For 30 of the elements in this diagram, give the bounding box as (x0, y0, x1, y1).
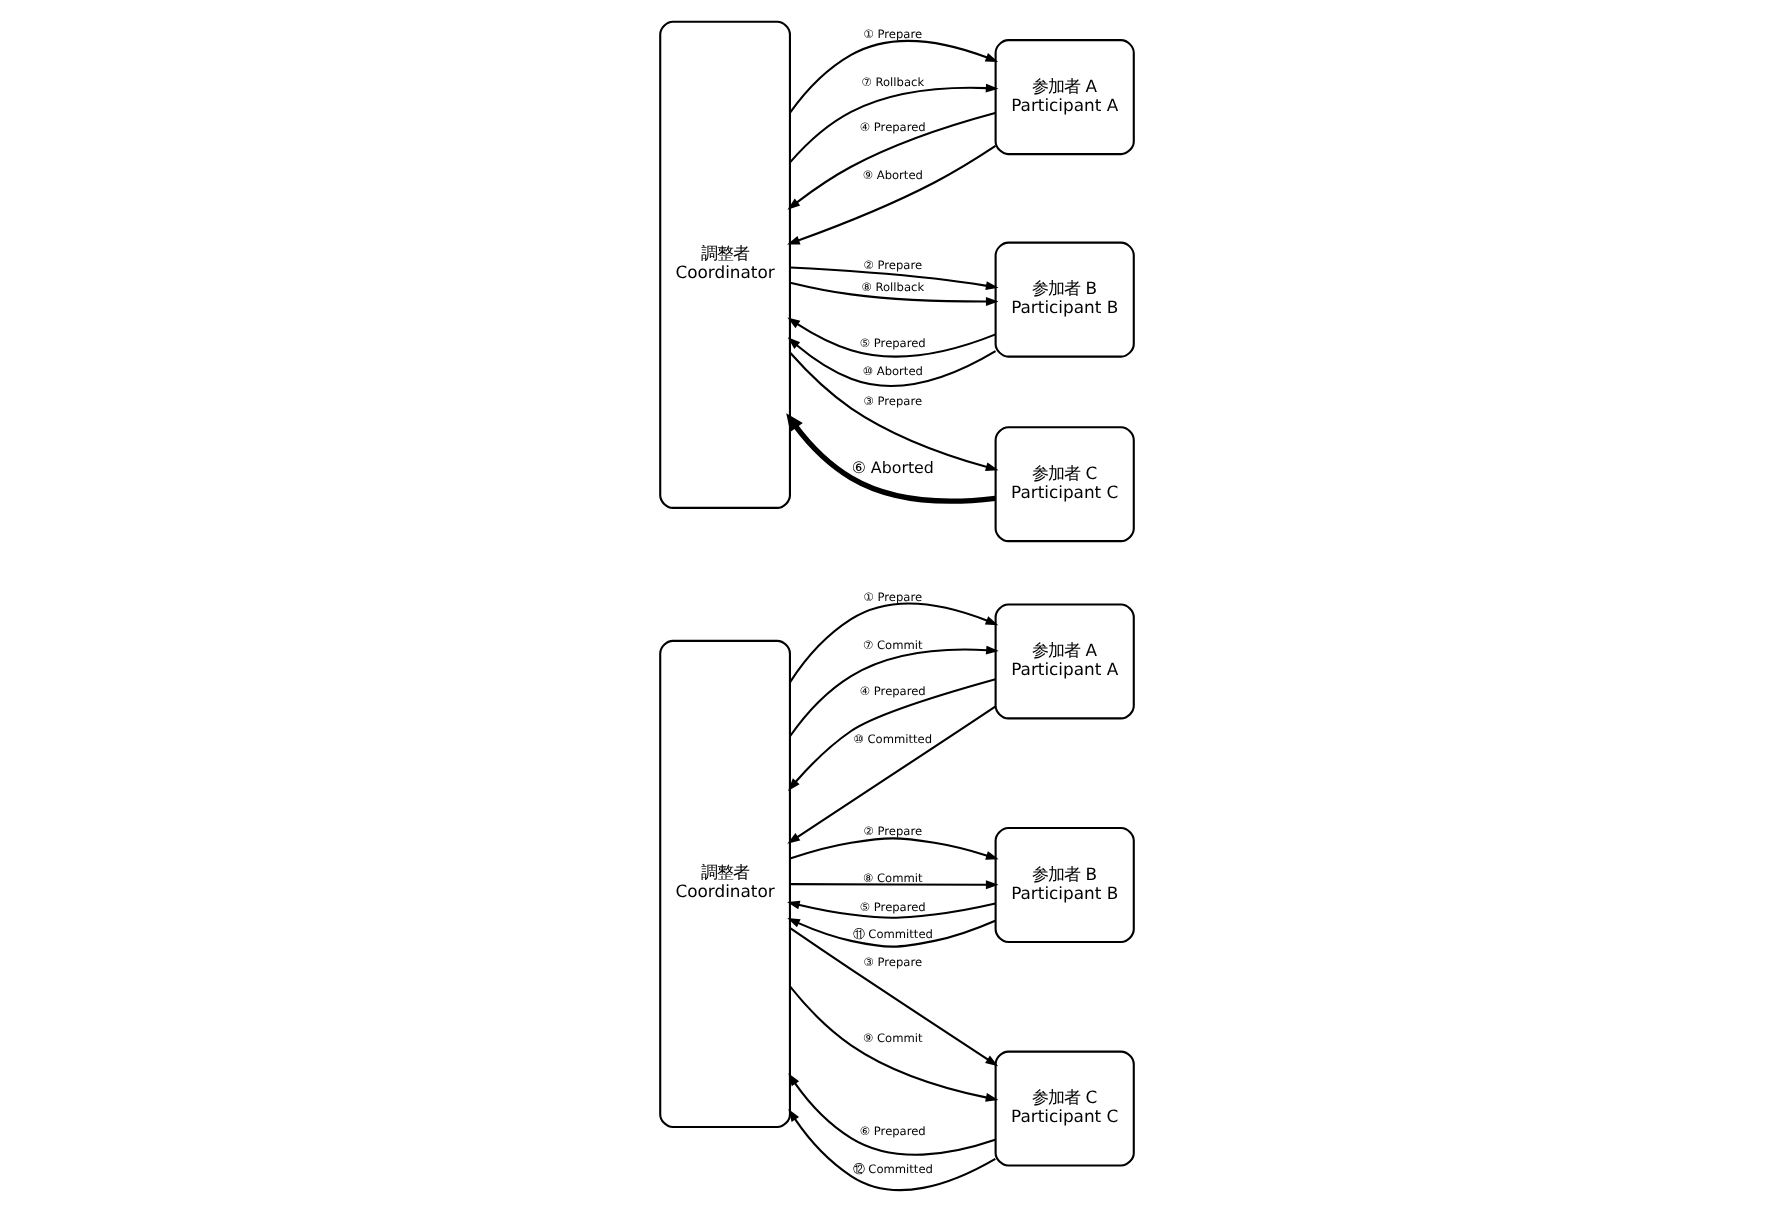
arrow (788, 645, 998, 737)
arrow (786, 678, 995, 791)
node-box: 参加者 A Participant A (993, 603, 1134, 720)
arrow (787, 1108, 995, 1192)
arrow (788, 352, 998, 472)
arrow (789, 266, 998, 291)
node-box: 参加者 C Participant C (993, 426, 1134, 543)
arrow (786, 337, 996, 387)
arrow (785, 413, 995, 504)
arrow (786, 317, 995, 358)
arrow (788, 281, 998, 306)
arrow (787, 1073, 995, 1156)
arrow (786, 900, 995, 919)
arrow (788, 927, 998, 1067)
arrow (788, 602, 998, 683)
node-box: 参加者 C Participant C (993, 1050, 1134, 1167)
arrow (788, 40, 998, 114)
arrow (788, 985, 998, 1102)
node-box: 調整者 Coordinator (658, 20, 790, 509)
arrow (788, 837, 998, 860)
node-box: 参加者 B Participant B (993, 826, 1134, 943)
node-box: 調整者 Coordinator (658, 639, 790, 1129)
arrow (786, 112, 995, 210)
arrow (789, 880, 998, 890)
node-box: 参加者 B Participant B (993, 241, 1134, 358)
arrow (786, 918, 995, 948)
node-box: 参加者 A Participant A (993, 39, 1134, 156)
arrow (788, 83, 998, 163)
arrow (786, 705, 996, 844)
arrow (786, 145, 996, 245)
